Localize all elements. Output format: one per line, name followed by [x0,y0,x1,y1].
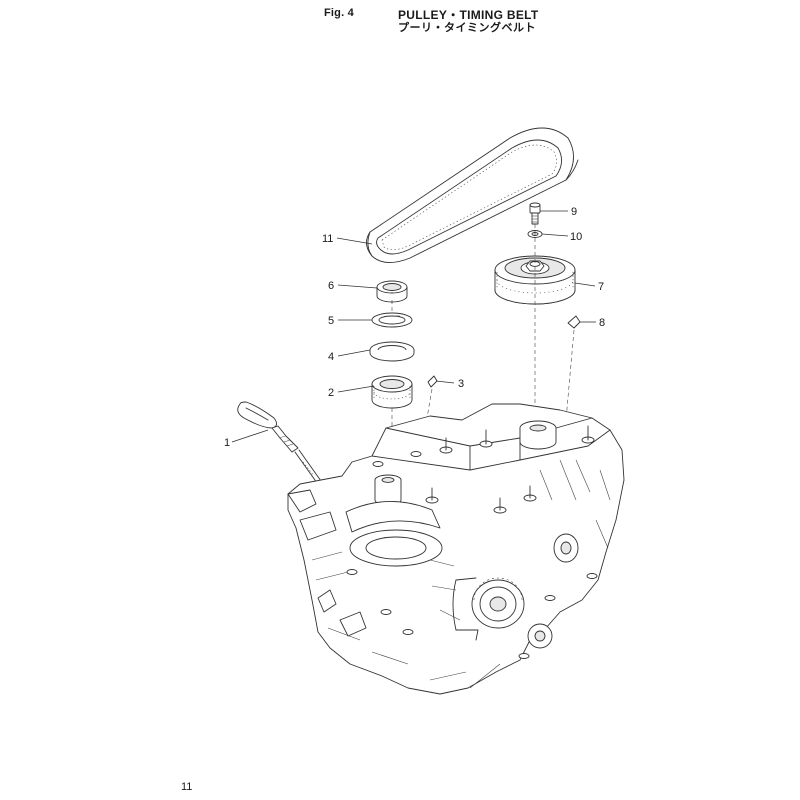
callout-10: 10 [570,231,582,243]
callout-8: 8 [599,317,605,329]
oil-dipstick-1 [237,401,327,491]
callout-leaders [231,210,596,443]
page-number: 11 [181,781,193,793]
bolt-9 [529,202,541,225]
callout-6: 6 [328,280,334,292]
figure-title-english: PULLEY・TIMING BELT [398,8,539,22]
engine-block [287,403,625,695]
callout-11: 11 [322,233,333,245]
key-3 [427,375,438,388]
callout-1: 1 [224,437,230,449]
figure-title-japanese: プーリ・タイミングベルト [398,22,536,34]
callout-9: 9 [571,206,577,218]
callout-numbers: 1 2 3 4 5 6 7 8 9 10 11 [224,206,605,449]
callout-5: 5 [328,315,334,327]
figure-number: Fig. 4 [324,7,354,19]
plate-4 [369,341,415,362]
collar-6 [376,280,408,303]
callout-4: 4 [328,351,334,363]
plate-5 [371,312,413,328]
callout-2: 2 [328,387,334,399]
callout-7: 7 [598,281,604,293]
crankshaft-pulley-2 [371,375,413,409]
key-8 [567,315,581,329]
timing-belt [366,127,579,263]
callout-3: 3 [458,378,464,390]
